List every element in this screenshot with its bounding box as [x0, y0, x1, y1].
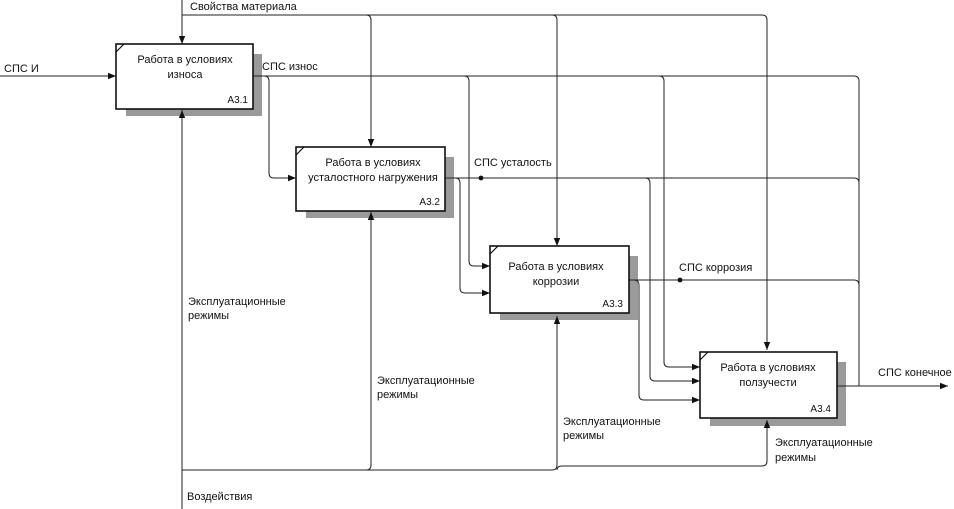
box-a33-corner-mark — [489, 245, 499, 255]
label-sps-corrosion: СПС коррозия — [679, 262, 752, 274]
impacts-line-main — [181, 316, 561, 509]
label-impacts: Воздействия — [187, 491, 252, 503]
box-a34-title-line2: ползучести — [739, 377, 796, 389]
box-a32-title-line2: усталостного нагружения — [308, 172, 438, 184]
box-a31-code: А3.1 — [227, 95, 248, 106]
label-sps-final: СПС конечное — [878, 367, 952, 379]
fatigue-to-a33 — [454, 177, 490, 297]
label-modes-1-line1: Эксплуатационные — [188, 296, 286, 308]
box-a34[interactable] — [699, 351, 838, 419]
corrosion-to-a34 — [633, 279, 700, 404]
material-to-a32 — [365, 14, 375, 147]
fatigue-junction-dot — [478, 175, 484, 181]
impacts-to-a32 — [365, 212, 375, 471]
box-a34-corner-mark — [699, 351, 709, 361]
box-a32-title-line1: Работа в условиях — [325, 157, 421, 169]
box-a31[interactable] — [115, 43, 254, 110]
label-modes-1-line2: режимы — [188, 310, 229, 322]
box-a32[interactable] — [295, 146, 446, 212]
box-a31-title-line1: Работа в условиях — [137, 54, 233, 66]
label-modes-4-line2: режимы — [775, 452, 816, 464]
box-a34-title-line1: Работа в условиях — [720, 362, 816, 374]
label-modes-2-line1: Эксплуатационные — [377, 375, 475, 387]
label-modes-3-line1: Эксплуатационные — [563, 416, 661, 428]
label-input-sps: СПС И — [4, 63, 39, 75]
wear-to-a33 — [463, 75, 490, 270]
label-sps-fatigue: СПС усталость — [474, 157, 552, 169]
fatigue-main — [445, 177, 860, 386]
corrosion-main — [629, 279, 860, 386]
box-a31-corner-mark — [115, 43, 125, 53]
material-line-main — [181, 0, 771, 350]
box-a33-title-line1: Работа в условиях — [508, 261, 604, 273]
label-modes-2-line2: режимы — [377, 389, 418, 401]
box-a33-title-line2: коррозии — [533, 276, 580, 288]
wear-to-a34 — [658, 75, 700, 371]
material-to-a33 — [551, 14, 561, 246]
label-sps-wear: СПС износ — [262, 61, 318, 73]
wear-main — [264, 75, 860, 386]
label-modes-4-line1: Эксплуатационные — [775, 437, 873, 449]
impacts-to-a34 — [556, 420, 771, 471]
box-a32-code: А3.2 — [419, 197, 440, 208]
box-a31-title-line2: износа — [168, 69, 204, 81]
fatigue-to-a34 — [644, 177, 700, 385]
box-a33[interactable] — [489, 245, 630, 314]
label-modes-3-line2: режимы — [563, 430, 604, 442]
box-a32-corner-mark — [295, 146, 305, 156]
label-material-properties: Свойства материала — [190, 1, 298, 13]
box-a33-code: А3.3 — [602, 299, 623, 310]
corrosion-junction-dot — [677, 277, 683, 283]
box-a34-code: А3.4 — [810, 404, 831, 415]
